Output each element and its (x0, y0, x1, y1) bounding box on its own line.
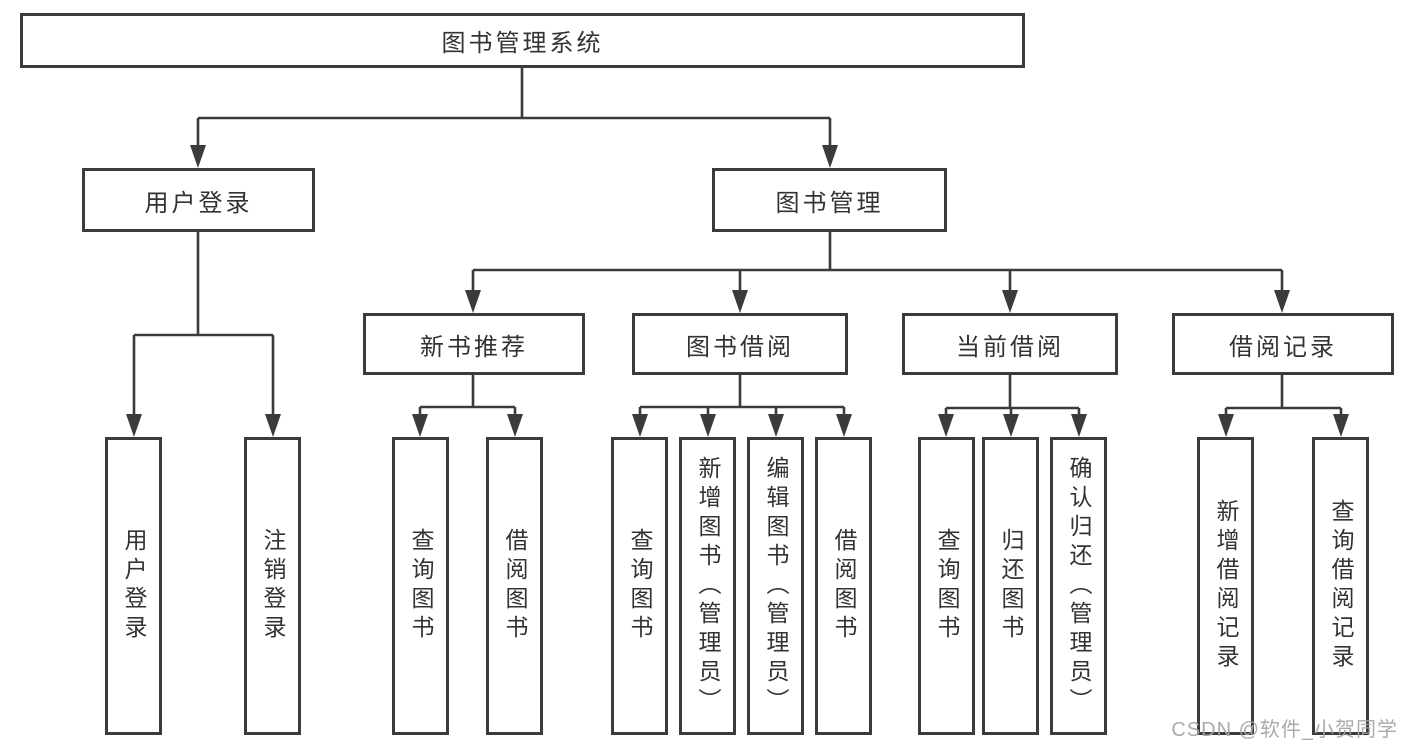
leaf-edit-book-admin-label: 编辑图书（管理员） (763, 455, 789, 717)
leaf-add-borrow-record-label: 新增借阅记录 (1213, 499, 1239, 673)
connector-current-borrow-children (938, 375, 1087, 437)
node-book-borrow-label: 图书借阅 (686, 333, 794, 361)
leaf-query-books-current: 查询图书 (918, 437, 975, 735)
leaf-add-borrow-record: 新增借阅记录 (1197, 437, 1254, 735)
leaf-return-book-label: 归还图书 (998, 528, 1024, 644)
leaf-logout-login: 注销登录 (244, 437, 301, 735)
leaf-query-borrow-record: 查询借阅记录 (1312, 437, 1369, 735)
node-user-login: 用户登录 (82, 168, 315, 232)
leaf-user-login: 用户登录 (105, 437, 162, 735)
leaf-borrow-books-borrow-label: 借阅图书 (831, 528, 857, 644)
leaf-add-book-admin: 新增图书（管理员） (679, 437, 736, 735)
leaf-borrow-books-recommend: 借阅图书 (486, 437, 543, 735)
node-book-borrow: 图书借阅 (632, 313, 848, 375)
leaf-add-book-admin-label: 新增图书（管理员） (695, 455, 721, 717)
leaf-query-books-borrow-label: 查询图书 (627, 528, 653, 644)
node-borrow-records-label: 借阅记录 (1229, 333, 1337, 361)
leaf-borrow-books-recommend-label: 借阅图书 (502, 528, 528, 644)
leaf-confirm-return-admin: 确认归还（管理员） (1050, 437, 1107, 735)
connector-book-borrow-children (632, 375, 852, 437)
node-user-login-label: 用户登录 (144, 189, 253, 217)
leaf-borrow-books-borrow: 借阅图书 (815, 437, 872, 735)
node-new-book-recommend: 新书推荐 (363, 313, 585, 375)
connector-root-to-level2 (190, 68, 838, 168)
leaf-user-login-label: 用户登录 (121, 528, 147, 644)
leaf-logout-login-label: 注销登录 (260, 528, 286, 644)
node-borrow-records: 借阅记录 (1172, 313, 1394, 375)
leaf-edit-book-admin: 编辑图书（管理员） (747, 437, 804, 735)
connector-borrow-records-children (1218, 375, 1349, 437)
leaf-query-borrow-record-label: 查询借阅记录 (1328, 499, 1354, 673)
node-library-system: 图书管理系统 (20, 13, 1025, 68)
node-current-borrow-label: 当前借阅 (956, 333, 1064, 361)
node-current-borrow: 当前借阅 (902, 313, 1118, 375)
connector-new-book-children (412, 375, 523, 437)
leaf-confirm-return-admin-label: 确认归还（管理员） (1066, 455, 1092, 717)
leaf-query-books-current-label: 查询图书 (934, 528, 960, 644)
node-new-book-recommend-label: 新书推荐 (420, 333, 528, 361)
leaf-return-book: 归还图书 (982, 437, 1039, 735)
node-library-system-label: 图书管理系统 (441, 30, 604, 57)
leaf-query-books-recommend-label: 查询图书 (408, 528, 434, 644)
csdn-watermark: CSDN @软件_小贺同学 (1171, 719, 1398, 741)
connector-user-login-children (126, 232, 281, 437)
node-book-management: 图书管理 (712, 168, 947, 232)
node-book-management-label: 图书管理 (775, 189, 884, 217)
connector-book-management-children (465, 232, 1290, 313)
leaf-query-books-recommend: 查询图书 (392, 437, 449, 735)
leaf-query-books-borrow: 查询图书 (611, 437, 668, 735)
